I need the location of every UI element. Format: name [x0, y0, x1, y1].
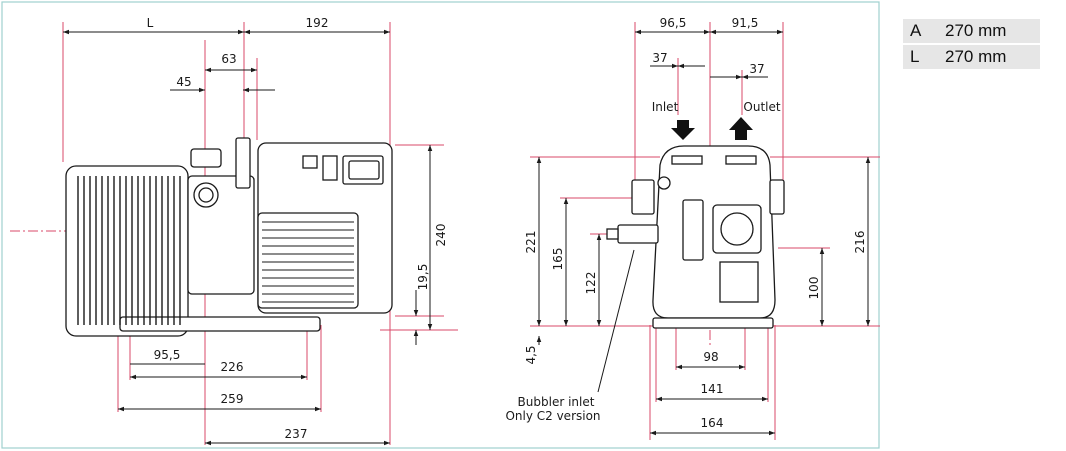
spec-value: 270 mm [938, 44, 1040, 71]
dim-259: 259 [221, 392, 244, 406]
dim-240: 240 [434, 224, 448, 247]
bubbler-label-line1: Bubbler inlet [518, 395, 595, 409]
dim-141: 141 [701, 382, 724, 396]
spec-row-a: A 270 mm [903, 19, 1040, 45]
inlet-label: Inlet [652, 100, 679, 114]
dim-226: 226 [221, 360, 244, 374]
dim-98: 98 [703, 350, 718, 364]
dim-45: 45 [176, 75, 191, 89]
bubbler-label-line2: Only C2 version [505, 409, 600, 423]
spec-value: 270 mm [938, 19, 1040, 45]
dim-165: 165 [551, 248, 565, 271]
dim-4-5: 4,5 [524, 345, 538, 364]
dim-19-5: 19,5 [416, 264, 430, 291]
dim-63: 63 [221, 52, 236, 66]
inlet-arrow-icon [671, 120, 695, 140]
spec-table: A 270 mm L 270 mm [903, 19, 1040, 71]
dim-100: 100 [807, 277, 821, 300]
outlet-arrow-icon [729, 117, 753, 140]
technical-drawing: L 192 63 45 240 19,5 95,5 226 259 237 [1, 1, 880, 449]
dim-L: L [147, 16, 154, 30]
dim-91-5: 91,5 [732, 16, 759, 30]
dim-122: 122 [584, 272, 598, 295]
dim-192: 192 [306, 16, 329, 30]
side-view: 96,5 91,5 37 37 Inlet Outlet 221 165 122… [505, 16, 880, 440]
dim-95-5: 95,5 [154, 348, 181, 362]
dim-37-right: 37 [749, 62, 764, 76]
dim-237: 237 [285, 427, 308, 441]
outlet-label: Outlet [743, 100, 780, 114]
spec-row-l: L 270 mm [903, 44, 1040, 71]
dim-96-5: 96,5 [660, 16, 687, 30]
spec-key: L [903, 44, 938, 71]
dim-221: 221 [524, 231, 538, 254]
front-view: L 192 63 45 240 19,5 95,5 226 259 237 [10, 16, 458, 446]
dim-37-left: 37 [652, 51, 667, 65]
dim-164: 164 [701, 416, 724, 430]
drawing-frame [1, 1, 880, 449]
spec-key: A [903, 19, 938, 45]
dim-216: 216 [853, 231, 867, 254]
